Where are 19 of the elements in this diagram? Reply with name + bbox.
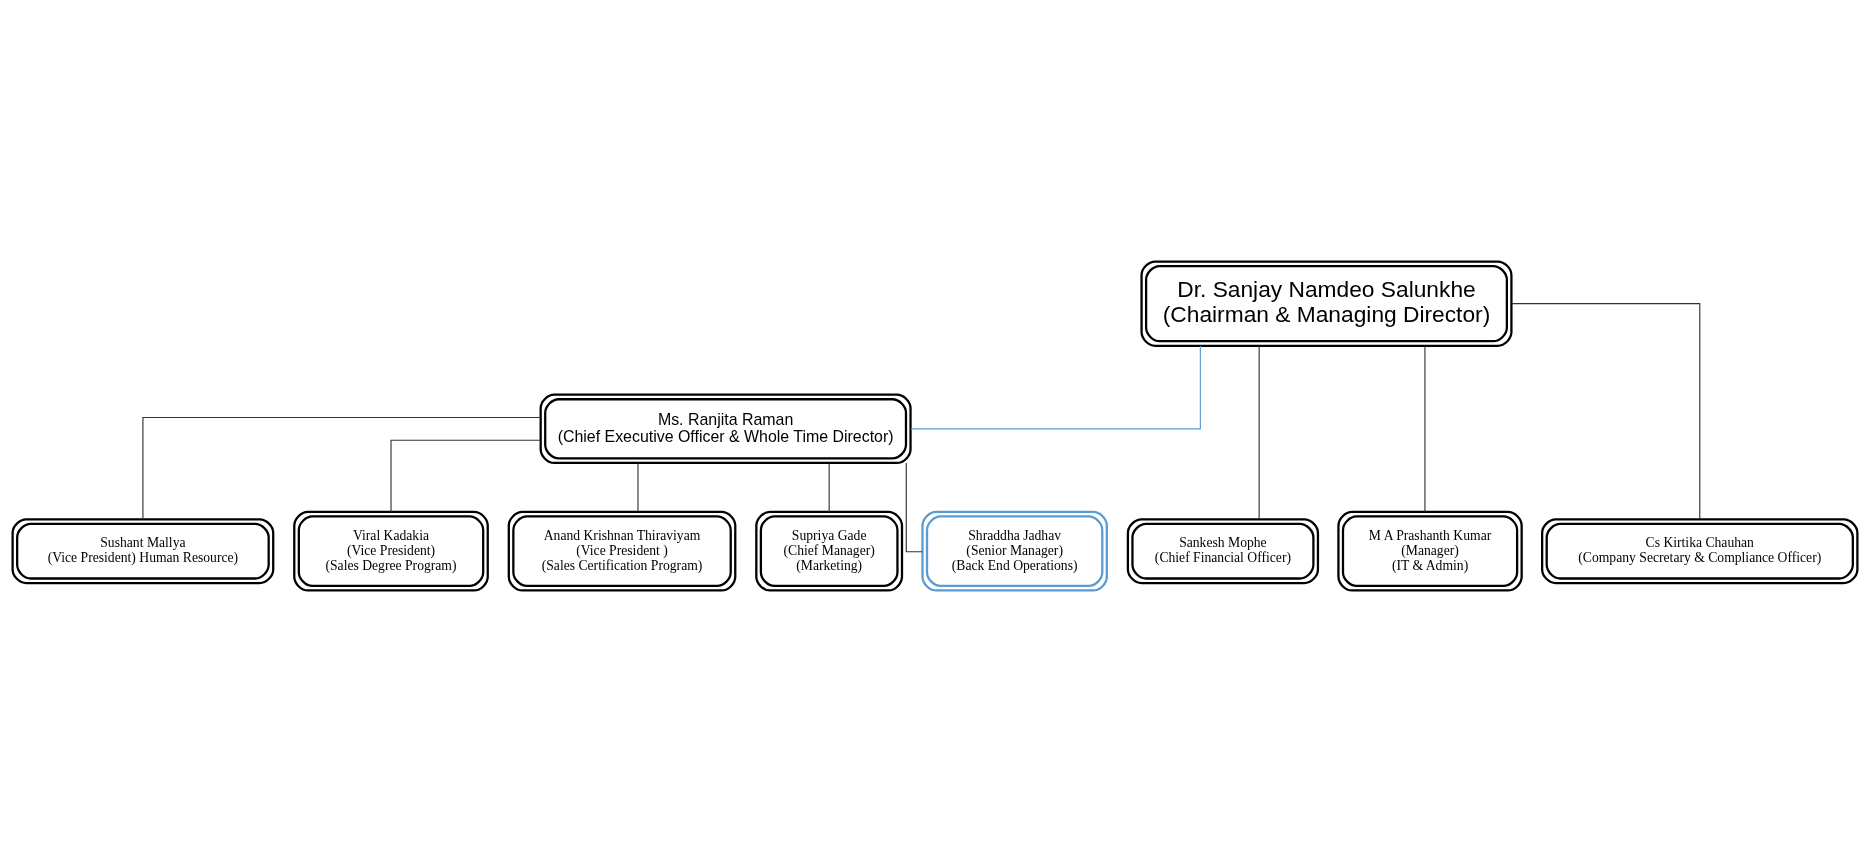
node-box: Ms. Ranjita Raman (Chief Executive Officer & Whole Time Director) — [539, 393, 912, 464]
connector — [1510, 302, 1701, 519]
connector — [637, 462, 639, 512]
connector — [910, 344, 1201, 429]
node-box: Shraddha Jadhav (Senior Manager) (Back End Operations) — [921, 510, 1108, 592]
connector — [142, 416, 541, 520]
node-box: Viral Kadakia (Vice President) (Sales Degree Program) — [293, 510, 489, 592]
connector — [1258, 345, 1260, 520]
connector — [828, 462, 830, 512]
node-box: Dr. Sanjay Namdeo Salunkhe (Chairman & Managing Director) — [1140, 259, 1513, 347]
node-box: Anand Krishnan Thiraviyam (Vice President ) (Sales Certification Program) — [507, 510, 737, 592]
node-box: Sushant Mallya (Vice President) Human Resource) — [11, 517, 275, 584]
node-box: Supriya Gade (Chief Manager) (Marketing) — [755, 510, 904, 592]
connector — [905, 462, 923, 552]
node-box: Cs Kirtika Chauhan (Company Secretary & Compliance Officer) — [1541, 517, 1859, 584]
node-box: Sankesh Mophe (Chief Financial Officer) — [1126, 517, 1320, 584]
connector — [390, 439, 541, 512]
node-box: M A Prashanth Kumar (Manager) (IT & Admin) — [1337, 510, 1523, 592]
connector — [1424, 345, 1426, 512]
